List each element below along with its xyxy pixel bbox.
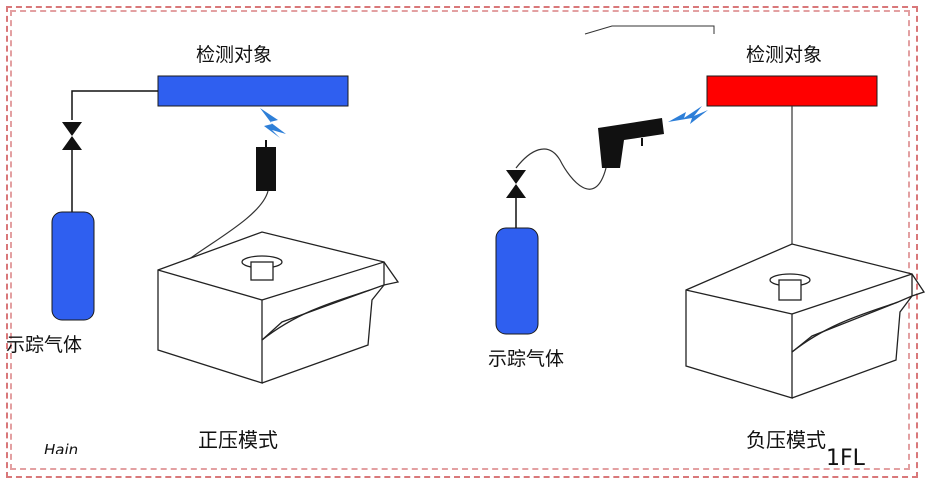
bottom-left-fragment: Hain	[44, 441, 79, 454]
right-gas-cylinder	[495, 227, 539, 335]
left-valve	[62, 122, 82, 150]
left-object-label: 检测对象	[196, 44, 273, 66]
left-leak-detector	[157, 231, 400, 384]
right-leak-detector	[685, 243, 926, 399]
inner-dashed-frame	[10, 10, 910, 470]
left-probe-cable	[187, 190, 269, 261]
bottom-right-fragment: 1FL	[826, 446, 865, 466]
left-probe	[256, 147, 276, 191]
left-leak-spark	[260, 108, 286, 138]
left-gas-pipe	[71, 90, 158, 120]
outer-dashed-frame	[6, 6, 918, 478]
right-leak-spark	[668, 106, 708, 124]
right-test-object	[706, 75, 878, 107]
left-gas-cylinder	[51, 211, 95, 321]
right-gas-label: 示踪气体	[488, 348, 565, 370]
right-mode-label: 负压模式	[746, 428, 826, 452]
left-panel	[51, 75, 400, 384]
right-probe-cable	[515, 148, 607, 190]
right-valve	[506, 170, 526, 198]
right-object-label: 检测对象	[746, 44, 823, 66]
left-test-object	[157, 75, 349, 107]
left-gas-label: 示踪气体	[6, 334, 83, 356]
right-probe-gun	[598, 118, 664, 168]
right-panel	[495, 25, 926, 399]
left-mode-label: 正压模式	[198, 428, 278, 452]
corner-mark	[584, 25, 715, 35]
